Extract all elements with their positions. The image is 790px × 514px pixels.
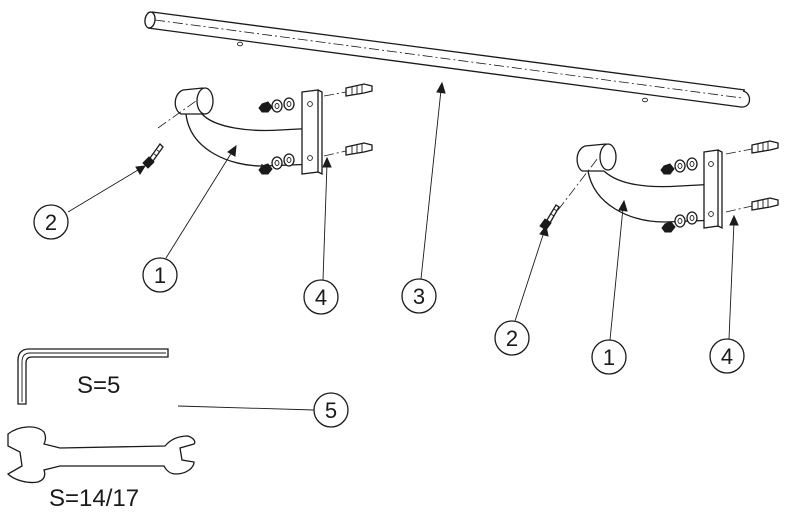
anchor-right [725,140,779,213]
callout-5: 5 [313,392,349,428]
rail-tube [144,11,751,108]
bracket-right [557,143,723,233]
svg-text:3: 3 [413,284,425,309]
screw-right [539,204,560,231]
allen-key-icon [17,348,169,405]
svg-text:1: 1 [154,263,166,288]
screw-left [142,142,164,169]
callout-4-left: 4 [303,279,339,315]
callout-1-left: 1 [142,257,178,293]
callout-1-right: 1 [591,339,627,375]
anchor-left [323,83,373,157]
rail-hole-left [237,41,243,47]
callout-2-right: 2 [494,320,530,356]
bracket-left [157,87,323,176]
wrench-icon [6,426,196,484]
svg-text:4: 4 [315,285,327,310]
svg-text:1: 1 [603,345,615,370]
callout-3: 3 [401,278,437,314]
svg-text:4: 4 [721,344,733,369]
wrench-size-label: S=14/17 [49,485,139,512]
callout-4-right: 4 [709,338,745,374]
rail-hole-right [642,97,648,103]
allen-key-size-label: S=5 [77,372,120,399]
svg-text:5: 5 [325,398,337,423]
svg-text:2: 2 [506,326,518,351]
leader-lines [67,81,739,411]
callout-2-left: 2 [33,204,69,240]
svg-text:2: 2 [45,210,57,235]
